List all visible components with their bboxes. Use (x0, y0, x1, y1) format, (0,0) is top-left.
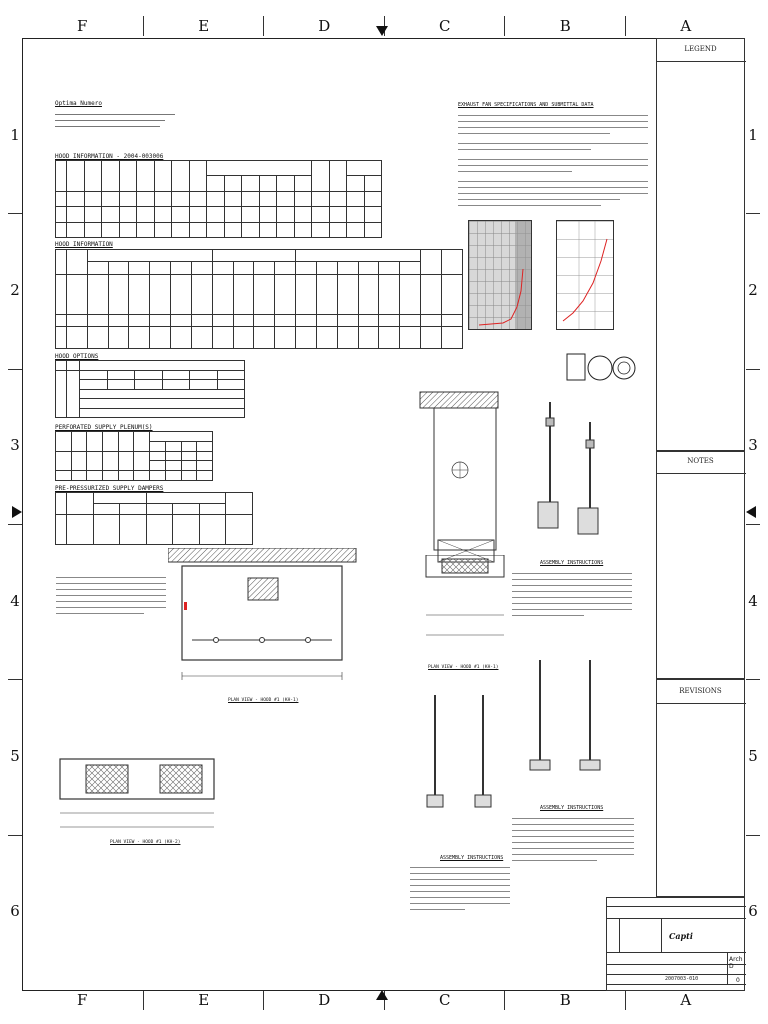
note-lines-1 (55, 110, 195, 127)
company-logo: CaptiveAire (667, 928, 721, 943)
zone-row-divider (8, 213, 22, 215)
hood-elevation-drawing (412, 390, 512, 570)
zone-column-f: F (77, 991, 88, 1009)
zone-row-divider (746, 524, 760, 525)
zone-row-3: 3 (10, 436, 20, 455)
zone-row-divider (746, 834, 760, 836)
assembly-instructions-text-2 (512, 815, 634, 863)
zone-row-5: 5 (748, 747, 758, 765)
zone-row-divider (8, 679, 22, 681)
sheet-revision: 0 (736, 977, 740, 984)
hood-info-heading: HOOD INFORMATION - 2004-003006 (55, 153, 164, 160)
zone-row-1: 1 (10, 125, 20, 144)
zone-row-5: 5 (10, 747, 20, 765)
zone-column-f: F (77, 17, 88, 35)
zone-column-d: D (263, 990, 385, 1010)
zone-column-a: A (624, 16, 747, 36)
svg-text:CaptiveAire: CaptiveAire (669, 931, 693, 941)
supply-dampers-table (55, 492, 253, 545)
zone-column-a: A (624, 990, 747, 1010)
center-marker-bottom-icon (376, 990, 388, 1000)
certification-logos (566, 352, 636, 384)
zone-row-2: 2 (748, 281, 758, 299)
hood-options-table (55, 360, 245, 418)
zone-row-1: 1 (748, 125, 758, 144)
assembly-instructions-heading-3: ASSEMBLY INSTRUCTIONS (440, 855, 504, 861)
notes-panel: NOTES (656, 451, 746, 679)
legend-title: LEGEND (684, 45, 717, 53)
zone-column-e: E (142, 16, 265, 36)
plan-view-hood-2-label: PLAN VIEW - HOOD #1 (KH-2) (110, 840, 181, 845)
fan-curve-chart-1 (468, 220, 532, 330)
plan-view-hood-1-label: PLAN VIEW - HOOD #1 (KH-1) (228, 698, 299, 703)
zone-row-divider (8, 524, 22, 525)
supply-dampers-heading: PRE-PRESSURIZED SUPPLY DAMPERS (55, 485, 164, 492)
hood-info-table-2 (55, 248, 464, 349)
sheet-size: Arch D (729, 956, 743, 970)
revisions-title: REVISIONS (679, 687, 722, 695)
plan-view-hood-2 (56, 755, 221, 835)
plan-view-hood-center (420, 554, 510, 655)
zone-column-b: B (504, 16, 626, 36)
note-heading-1: Optima Numero (55, 100, 102, 107)
fan-curve-chart-2 (556, 220, 614, 330)
zone-row-6: 6 (748, 902, 758, 921)
supply-plenum-heading: PERFORATED SUPPLY PLENUM(S) (55, 424, 153, 431)
zone-row-3: 3 (748, 436, 758, 455)
hood-info-heading-2: HOOD INFORMATION (55, 241, 113, 248)
drawing-number: 2007003-010 (665, 976, 699, 982)
hanger-assembly-1 (510, 392, 620, 552)
center-marker-top-icon (376, 26, 388, 36)
zone-row-4: 4 (10, 591, 20, 610)
zone-column-e: E (142, 990, 265, 1010)
assembly-instructions-heading-1: ASSEMBLY INSTRUCTIONS (540, 560, 604, 566)
revisions-panel: REVISIONS (656, 679, 746, 897)
assembly-instructions-text-1 (512, 570, 632, 618)
fan-spec-text (458, 112, 648, 208)
center-marker-right-icon (746, 506, 756, 518)
supply-plenum-table (55, 431, 213, 481)
zone-row-4: 4 (748, 591, 758, 610)
zone-column-c: C (383, 990, 506, 1010)
zone-row-2: 2 (10, 281, 20, 299)
zone-column-b: B (504, 990, 626, 1010)
zone-column-c: C (383, 16, 506, 36)
zone-row-divider (746, 368, 760, 370)
legend-panel: LEGEND (656, 38, 746, 451)
hanger-assembly-3 (405, 685, 505, 825)
zone-row-divider (746, 213, 760, 215)
zone-row-divider (746, 679, 760, 681)
zone-row-6: 6 (10, 902, 20, 921)
notes-title: NOTES (687, 457, 714, 465)
plan-view-hood-1 (167, 547, 358, 693)
title-block: CaptiveAire 2007003-010 Arch D 0 (606, 897, 746, 991)
center-marker-left-icon (12, 506, 22, 518)
assembly-instructions-text-3 (410, 864, 510, 912)
callout-notes-left (56, 574, 166, 616)
hood-options-heading: HOOD OPTIONS (55, 353, 99, 360)
assembly-instructions-heading-2: ASSEMBLY INSTRUCTIONS (540, 805, 604, 811)
zone-row-divider (8, 368, 22, 370)
hanger-assembly-2 (510, 640, 620, 790)
plan-view-hood-center-label: PLAN VIEW - HOOD #1 (KH-1) (428, 665, 499, 670)
fan-spec-heading: EXHAUST FAN SPECIFICATIONS AND SUBMITTAL… (458, 102, 594, 108)
zone-column-d: D (263, 16, 385, 36)
zone-row-divider (8, 834, 22, 836)
hood-info-table (55, 159, 382, 239)
